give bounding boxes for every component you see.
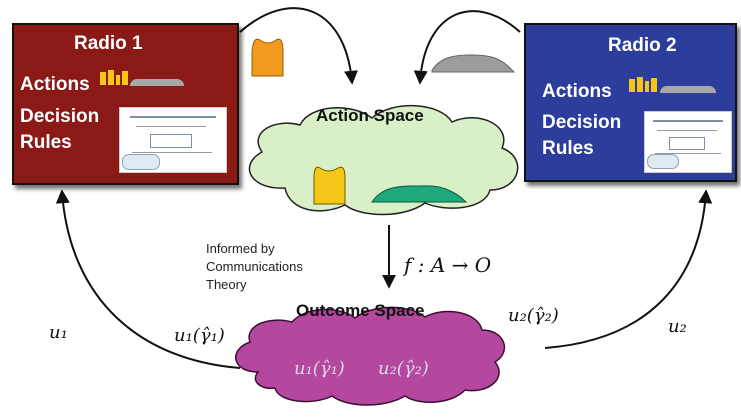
orange-spectrum-shape: [251, 38, 284, 77]
radio1-decision-label: Decision: [20, 106, 100, 127]
right-feedback-utility-label: u₂(γ̂₂): [508, 305, 559, 326]
radio1-rules-label: Rules: [20, 132, 72, 153]
left-feedback-u-label: u₁: [49, 322, 68, 343]
radio2-box: Radio 2 Actions Decision Rules: [524, 23, 737, 182]
radio1-box: Radio 1 Actions Decision Rules: [12, 23, 239, 185]
right-feedback-u-label: u₂: [668, 316, 687, 337]
outcome-space-cloud: [234, 306, 506, 406]
outcome-space-label: Outcome Space: [296, 301, 425, 320]
gray-band-icon: [660, 86, 716, 93]
teal-spectrum-shape: [371, 185, 468, 203]
bar-icon: [645, 81, 649, 92]
right-feedback-arrow: [544, 189, 713, 349]
gray-spectrum-shape: [431, 54, 516, 73]
mapping-note-line-3: Theory: [206, 277, 247, 292]
mapping-function-label: f : A → O: [404, 253, 492, 277]
radio2-actions-label: Actions: [542, 81, 612, 102]
mapping-note-line-1: Informed by: [206, 241, 275, 256]
radio1-title: Radio 1: [74, 33, 143, 54]
bar-icon: [651, 78, 657, 92]
radio2-decision-label: Decision: [542, 112, 622, 133]
radio1-to-action-arrow: [239, 7, 358, 85]
outcome-u1-label: u₁(γ̂₁): [294, 358, 345, 379]
bar-icon: [629, 79, 635, 92]
action-space-label: Action Space: [316, 106, 424, 125]
radio2-rules-label: Rules: [542, 138, 594, 159]
bar-icon: [116, 75, 120, 85]
gray-band-icon: [130, 79, 184, 86]
decision-rules-diagram-icon: [644, 111, 732, 173]
left-feedback-arrow: [55, 189, 241, 369]
radio2-title: Radio 2: [608, 35, 677, 56]
bar-icon: [122, 71, 128, 85]
bar-icon: [108, 70, 114, 85]
decision-rules-diagram-icon: [119, 107, 227, 173]
mapping-note-line-2: Communications: [206, 259, 303, 274]
outcome-u2-label: u₂(γ̂₂): [378, 358, 429, 379]
left-feedback-utility-label: u₁(γ̂₁): [174, 325, 225, 346]
yellow-spectrum-shape: [313, 166, 346, 205]
radio2-to-action-arrow: [413, 10, 521, 85]
bar-icon: [637, 77, 643, 92]
radio1-actions-label: Actions: [20, 74, 90, 95]
bar-icon: [100, 72, 106, 85]
